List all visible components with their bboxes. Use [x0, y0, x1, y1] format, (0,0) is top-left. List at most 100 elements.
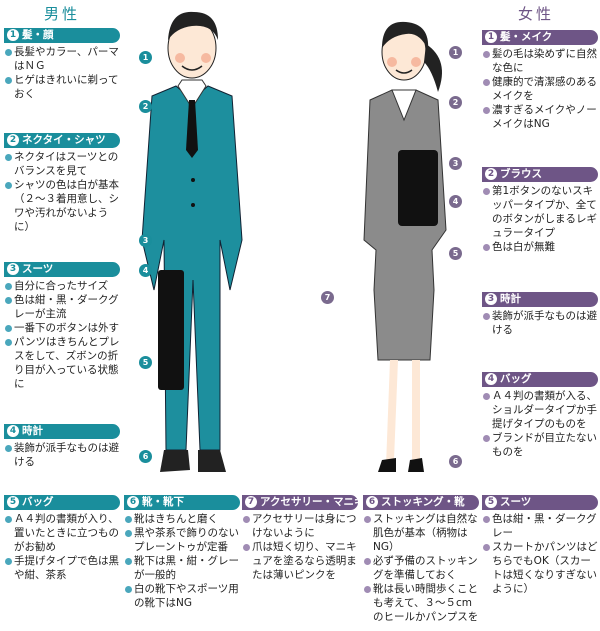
list-item: 色は紺・黒・ダークグレー: [482, 512, 598, 540]
list-item: 第1ボタンのないスキッパータイプか、全てのボタンがしまるレギュラータイプ: [482, 184, 598, 240]
list-item: 健康的で清潔感のあるメイクを: [482, 75, 598, 103]
list-item: 黒や茶系で飾りのないプレーントゥが定番: [124, 526, 240, 554]
section-number: 6: [127, 496, 139, 508]
list-item: Ａ４判の書類が入り、置いたときに立つものがお勧め: [4, 512, 120, 554]
illustration: [141, 11, 447, 472]
section-number: 3: [7, 263, 19, 275]
section-number: 2: [7, 134, 19, 146]
section-list: 第1ボタンのないスキッパータイプか、全てのボタンがしまるレギュラータイプ色は白が…: [482, 184, 598, 254]
section-number: 6: [366, 496, 378, 508]
section-title: ストッキング・靴: [381, 496, 465, 508]
callout-male-1: 1: [139, 51, 152, 64]
list-item: ストッキングは自然な肌色が基本（柄物はNG）: [363, 512, 479, 554]
list-item: 髪の毛は染めずに自然な色に: [482, 47, 598, 75]
list-item: 靴はきちんと磨く: [124, 512, 240, 526]
section-list: 装飾が派手なものは避ける: [4, 441, 120, 469]
list-item: 装飾が派手なものは避ける: [4, 441, 120, 469]
list-item: 白の靴下やスポーツ用の靴下はNG: [124, 582, 240, 610]
section-title: アクセサリー・マニキュア: [260, 496, 358, 508]
list-item: 一番下のボタンは外す: [4, 321, 120, 335]
section-list: 色は紺・黒・ダークグレースカートかパンツはどちらでもOK（スカートは短くなりすぎ…: [482, 512, 598, 596]
callout-female-4: 4: [449, 195, 462, 208]
list-item: 必ず予備のストッキングを準備しておく: [363, 554, 479, 582]
section-list: 靴はきちんと磨く黒や茶系で飾りのないプレーントゥが定番靴下は黒・紺・グレーが一般…: [124, 512, 240, 610]
section-title: 時計: [22, 425, 43, 437]
list-item: 自分に合ったサイズ: [4, 279, 120, 293]
callout-female-7: 7: [321, 291, 334, 304]
callout-female-1: 1: [449, 46, 462, 59]
female-section-7: 7アクセサリー・マニキュアアクセサリーは身につけないように爪は短く切り、マニキュ…: [242, 495, 358, 582]
list-item: 爪は短く切り、マニキュアを塗るなら透明または薄いピンクを: [242, 540, 358, 582]
list-item: 色は白が無難: [482, 240, 598, 254]
section-number: 1: [485, 31, 497, 43]
callout-female-6: 6: [449, 455, 462, 468]
section-title: スーツ: [22, 263, 54, 275]
section-list: Ａ４判の書類が入る、ショルダータイプか手提げタイプのものをブランドが目立たないも…: [482, 389, 598, 459]
callout-female-2: 2: [449, 96, 462, 109]
section-title: 髪・顔: [22, 29, 54, 41]
section-list: Ａ４判の書類が入り、置いたときに立つものがお勧め手提げタイプで色は黒や紺、茶系: [4, 512, 120, 582]
list-item: シャツの色は白が基本（２～３着用意し、シワや汚れがないように）: [4, 178, 120, 234]
section-number: 5: [7, 496, 19, 508]
section-number: 4: [485, 373, 497, 385]
male-title: 男性: [44, 5, 81, 23]
callout-male-4: 4: [139, 264, 152, 277]
list-item: 靴は長い時間歩くことも考えて、３～５cmのヒールかパンプスを: [363, 582, 479, 624]
list-item: Ａ４判の書類が入る、ショルダータイプか手提げタイプのものを: [482, 389, 598, 431]
section-list: 髪の毛は染めずに自然な色に健康的で清潔感のあるメイクを濃すぎるメイクやノーメイク…: [482, 47, 598, 131]
list-item: アクセサリーは身につけないように: [242, 512, 358, 540]
section-title: スーツ: [500, 496, 532, 508]
section-title: バッグ: [22, 496, 54, 508]
list-item: ブランドが目立たないものを: [482, 431, 598, 459]
section-list: ネクタイはスーツとのバランスを見てシャツの色は白が基本（２～３着用意し、シワや汚…: [4, 150, 120, 234]
section-list: アクセサリーは身につけないように爪は短く切り、マニキュアを塗るなら透明または薄い…: [242, 512, 358, 582]
section-title: ネクタイ・シャツ: [22, 134, 106, 146]
section-title: バッグ: [500, 373, 532, 385]
female-figure: [363, 21, 447, 472]
list-item: ヒゲはきれいに剃っておく: [4, 73, 120, 101]
section-list: ストッキングは自然な肌色が基本（柄物はNG）必ず予備のストッキングを準備しておく…: [363, 512, 479, 624]
section-list: 自分に合ったサイズ色は紺・黒・ダークグレーが主流一番下のボタンは外すパンツはきち…: [4, 279, 120, 391]
callout-female-3: 3: [449, 157, 462, 170]
section-number: 3: [485, 293, 497, 305]
section-number: 4: [7, 425, 19, 437]
callout-female-5: 5: [449, 247, 462, 260]
list-item: パンツはきちんとプレスをして、ズボンの折り目が入っている状態に: [4, 335, 120, 391]
section-title: 髪・メイク: [500, 31, 553, 43]
callout-male-2: 2: [139, 100, 152, 113]
list-item: 色は紺・黒・ダークグレーが主流: [4, 293, 120, 321]
section-number: 5: [485, 496, 497, 508]
callout-male-6: 6: [139, 450, 152, 463]
section-title: 時計: [500, 293, 521, 305]
list-item: スカートかパンツはどちらでもOK（スカートは短くなりすぎないように）: [482, 540, 598, 596]
list-item: 装飾が派手なものは避ける: [482, 309, 598, 337]
list-item: ネクタイはスーツとのバランスを見て: [4, 150, 120, 178]
callout-male-5: 5: [139, 356, 152, 369]
callout-male-3: 3: [139, 234, 152, 247]
